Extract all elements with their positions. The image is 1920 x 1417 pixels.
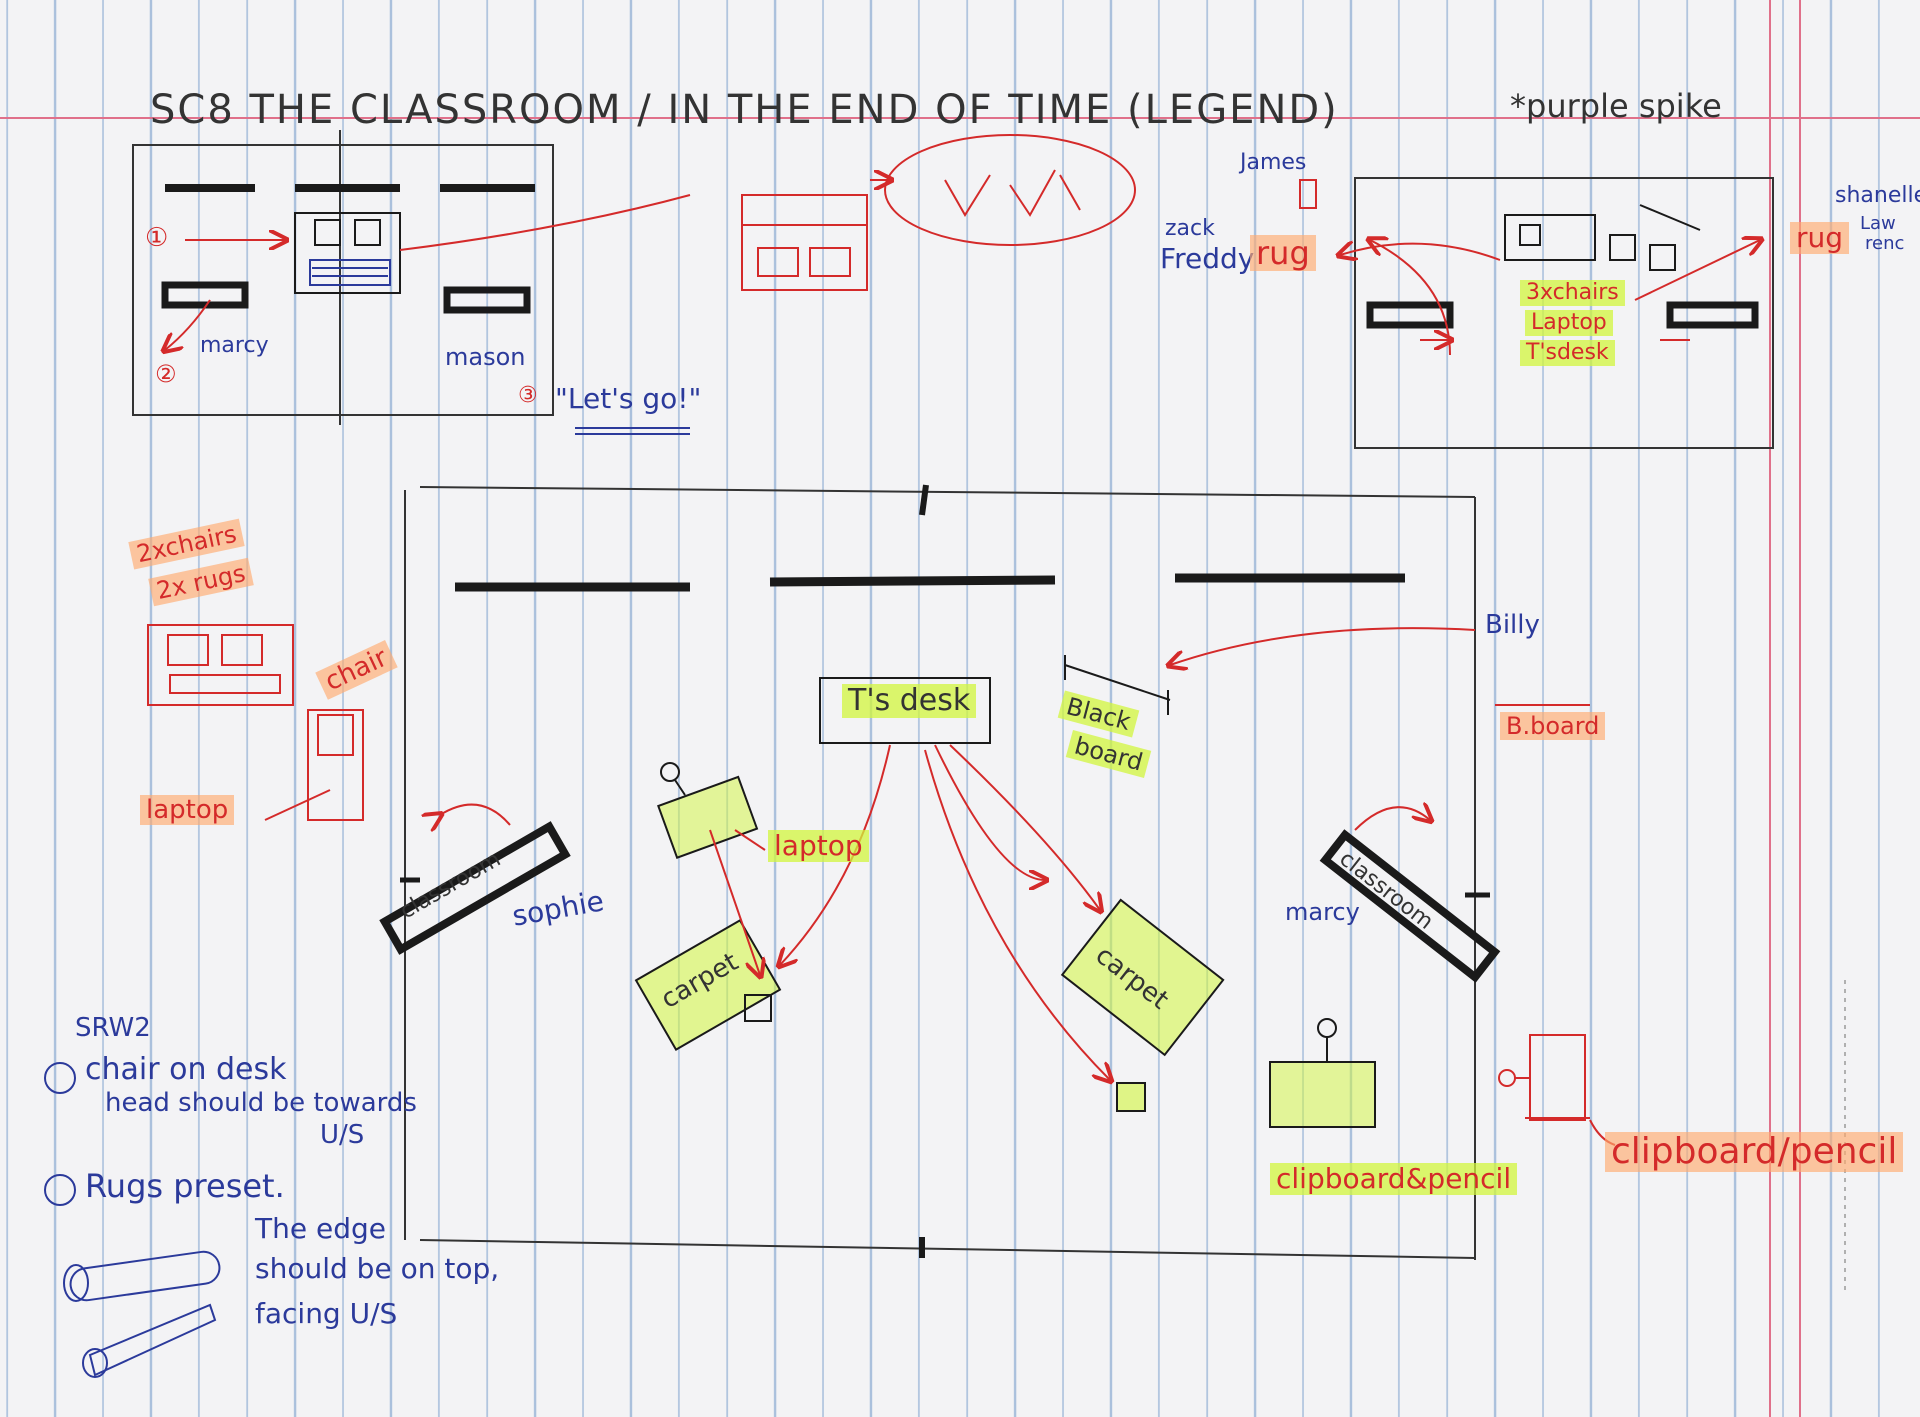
item-laptop: Laptop	[1525, 310, 1613, 336]
flat-center	[769, 575, 1056, 587]
actor-marcy-top: marcy	[200, 333, 269, 358]
actor-lawrence-2: renc	[1865, 233, 1905, 254]
clipboard-box-right	[1529, 1034, 1586, 1121]
top-right-note: *purple spike	[1510, 87, 1722, 125]
num-1: ①	[145, 223, 169, 253]
stage-top-edge	[419, 486, 1476, 498]
actor-mason: mason	[445, 343, 526, 371]
note-3-line-2: should be on top,	[255, 1252, 500, 1285]
item-chairs: 3xchairs	[1520, 280, 1625, 306]
note-2: Rugs preset.	[85, 1167, 285, 1205]
num-3: ③	[518, 383, 538, 408]
wagon-right	[1319, 829, 1501, 983]
note-3-line-1: The edge	[255, 1212, 386, 1245]
page-title: SC8 THE CLASSROOM / IN THE END OF TIME (…	[150, 87, 1339, 133]
laptop-box	[657, 775, 759, 859]
clipboard-pencil-right-label: clipboard/pencil	[1605, 1132, 1904, 1172]
note-1-line-2: head should be towards	[105, 1088, 417, 1118]
actor-james: James	[1240, 150, 1307, 175]
rug-label-1: rug	[1250, 235, 1316, 271]
laptop-label: laptop	[768, 830, 869, 862]
line-lets-go: "Let's go!"	[555, 382, 702, 415]
red-desk-sketch	[741, 194, 868, 291]
t-desk-label: T's desk	[842, 684, 977, 718]
actor-zack: zack	[1165, 216, 1215, 241]
actor-marcy-stage: marcy	[1285, 898, 1360, 926]
wagon-left	[379, 821, 571, 955]
note-laptop-left: laptop	[140, 795, 235, 825]
spike-ellipse	[884, 134, 1136, 246]
actor-lawrence-1: Law	[1860, 213, 1896, 234]
rug-label-2: rug	[1790, 222, 1850, 254]
item-tdesk: T'sdesk	[1520, 340, 1615, 366]
actor-billy: Billy	[1485, 610, 1540, 640]
rug-sketch	[147, 624, 294, 706]
mini-stage-right	[1354, 177, 1774, 449]
t-desk	[819, 677, 991, 744]
note-1-line-3: U/S	[320, 1120, 365, 1150]
actor-freddy: Freddy	[1160, 242, 1255, 275]
notes-header: SRW2	[75, 1013, 151, 1043]
carpet-right	[1060, 898, 1225, 1057]
b-board-label: B.board	[1500, 712, 1606, 740]
note-1-line-1: chair on desk	[85, 1052, 287, 1087]
rug-roll-sketch	[69, 1250, 221, 1302]
actor-shanelle: shanelle	[1835, 183, 1920, 208]
carpet-left	[634, 918, 782, 1052]
mini-stage-left	[132, 144, 554, 416]
note-3-line-3: facing U/S	[255, 1297, 398, 1330]
num-2: ②	[155, 360, 177, 388]
mini-desk-left	[294, 212, 401, 294]
clipboard-pencil-label: clipboard&pencil	[1270, 1163, 1518, 1195]
clipboard-box	[1269, 1061, 1376, 1128]
chair-sketch	[307, 709, 364, 821]
